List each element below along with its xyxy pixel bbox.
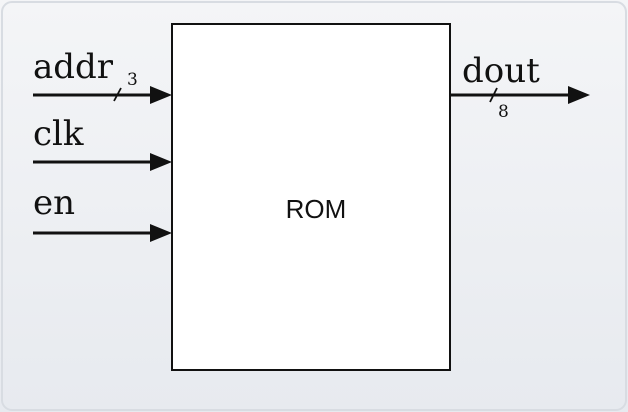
addr-arrowhead (150, 86, 172, 104)
en-signal-label: en (33, 183, 75, 223)
clk-signal-label: clk (33, 114, 84, 154)
dout-signal-label: dout (462, 51, 540, 91)
rom-block (171, 23, 451, 371)
dout-bus-width: 8 (498, 102, 509, 122)
rom-block-label: ROM (286, 194, 347, 224)
addr-bus-width: 3 (127, 70, 138, 90)
addr-bus-slash (113, 87, 122, 102)
dout-bus-slash (489, 87, 498, 103)
en-arrowhead (150, 224, 172, 242)
clk-arrowhead (150, 153, 172, 171)
dout-arrowhead (568, 86, 590, 104)
addr-signal-label: addr (33, 47, 114, 87)
